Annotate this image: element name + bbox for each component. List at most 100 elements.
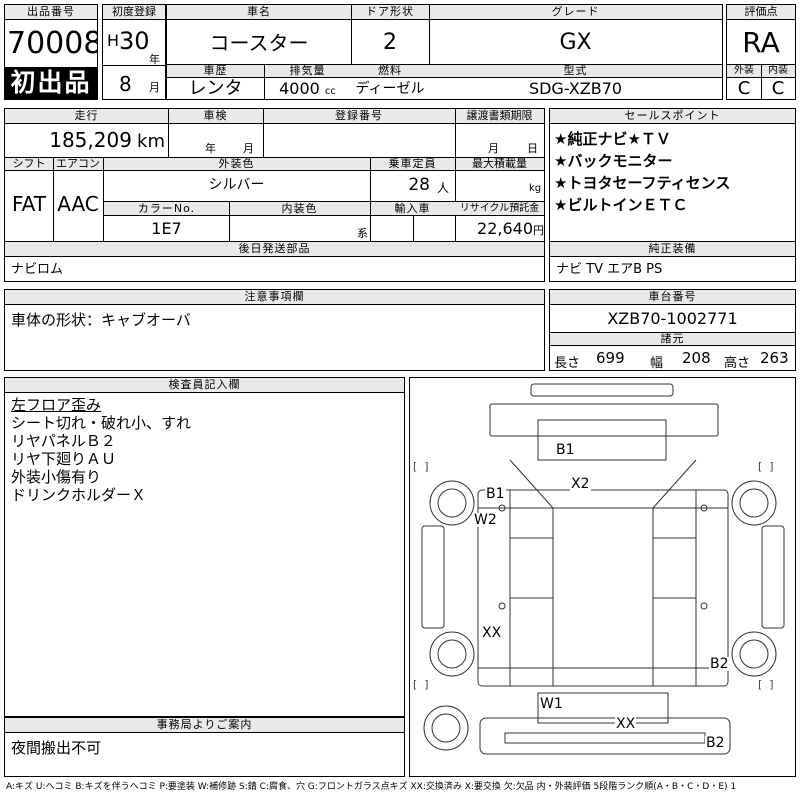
sales-point-1: ★純正ナビ★ＴＶ: [554, 130, 671, 148]
month-value: 8: [119, 72, 132, 96]
displacement-value: 4000: [279, 79, 320, 98]
length-value: 699: [596, 349, 625, 367]
inspection-year-unit: 年: [205, 142, 216, 155]
reg-number-label: 登録番号: [263, 109, 455, 124]
max-load-label: 最大積載量: [455, 158, 544, 171]
sales-point-4: ★ビルトインＥＴＣ: [554, 196, 688, 214]
capacity-unit: 人: [437, 181, 450, 195]
inspector-box: 検査員記入欄 左フロア歪み シート切れ・破れ小、すれ リヤパネルＢ２ リヤ下廻り…: [4, 377, 405, 717]
int-color-label: 内装色: [229, 202, 370, 216]
office-box: 事務局よりご案内 夜間搬出不可: [4, 717, 405, 777]
ext-color-label: 外装色: [103, 158, 370, 171]
interior-grade: C: [771, 79, 785, 99]
year-unit: 年: [149, 53, 160, 66]
height-label: 高さ: [724, 356, 751, 371]
caution-label: 注意事項欄: [5, 290, 544, 305]
office-text: 夜間搬出不可: [11, 739, 102, 757]
length-label: 長さ: [554, 356, 581, 371]
grade-label: グレード: [429, 5, 722, 20]
first-registration-label: 初度登録: [103, 5, 165, 20]
interior-grade-label: 内装: [761, 65, 795, 78]
chassis-number: XZB70-1002771: [607, 309, 738, 328]
car-name-label: 車名: [167, 5, 351, 20]
lot-number-box: 出品番号 70008 初出品: [4, 4, 98, 100]
transfer-day-unit: 日: [527, 142, 538, 155]
damage-mark: X2: [570, 476, 591, 492]
bus-outline: [421, 383, 785, 755]
inspection-month-unit: 月: [243, 142, 254, 155]
evaluation-score: RA: [742, 26, 780, 59]
damage-mark: W1: [539, 696, 564, 712]
rear-right-bracket: [ ]: [758, 678, 774, 691]
sales-points-label: セールスポイント: [550, 109, 795, 124]
exterior-grade-label: 外装: [727, 65, 761, 78]
era-value: H: [107, 31, 120, 50]
transfer-label: 譲渡書類期限: [455, 109, 544, 124]
exterior-color: シルバー: [208, 177, 265, 193]
aircon-label: エアコン: [53, 158, 103, 171]
sales-points-box: セールスポイント ★純正ナビ★ＴＶ ★バックモニター ★トヨタセーフティセンス …: [549, 108, 796, 242]
legend: A:キズ U:ヘコミ B:キズを伴うヘコミ P:要塗装 W:補修跡 S:錆 C:…: [6, 782, 737, 792]
displacement-label: 排気量: [264, 65, 351, 78]
first-listing-badge: 初出品: [5, 67, 97, 99]
chassis-label: 車台番号: [550, 290, 795, 305]
width-value: 208: [682, 349, 711, 367]
int-color-unit: 系: [357, 227, 368, 240]
score-box: 評価点 RA 外装 内装 C C: [726, 4, 796, 100]
mileage: 185,209 km: [5, 127, 165, 155]
color-no-label: カラーNo.: [104, 202, 229, 216]
remark-3: リヤパネルＢ２: [11, 432, 116, 450]
inspection-label: 車検: [168, 109, 263, 124]
recycle-unit: 円: [533, 224, 544, 237]
score-label: 評価点: [727, 5, 795, 20]
capacity-label: 乗車定員: [370, 158, 455, 171]
later-parts-label: 後日発送部品: [5, 242, 544, 257]
damage-mark: XX: [615, 716, 637, 732]
import-label: 輸入車: [370, 202, 455, 216]
fuel-type: ディーゼル: [355, 81, 425, 97]
damage-mark: W2: [473, 512, 498, 528]
recycle-value: 22,640: [477, 219, 533, 238]
remark-6: ドリンクホルダーＸ: [11, 486, 147, 504]
caution-text: 車体の形状：キャブオーバ: [11, 311, 191, 329]
equipment: ナビ TV エアB PS: [556, 262, 663, 277]
displacement-unit: cc: [324, 86, 336, 97]
damage-mark: XX: [481, 625, 503, 641]
office-label: 事務局よりご案内: [5, 718, 404, 733]
mileage-label: 走行: [5, 109, 168, 124]
max-load-unit: kg: [529, 183, 542, 194]
sales-point-2: ★バックモニター: [554, 152, 673, 170]
displacement: 4000 cc: [264, 79, 351, 102]
lot-number-label: 出品番号: [5, 5, 97, 20]
front-right-bracket: [ ]: [758, 460, 774, 473]
exterior-grade: C: [737, 79, 751, 99]
remark-2: シート切れ・破れ小、すれ: [11, 414, 192, 432]
damage-mark: B1: [485, 486, 506, 502]
damage-mark: B2: [709, 656, 730, 672]
shift-type: FAT: [11, 192, 46, 216]
damage-mark: B2: [705, 735, 726, 751]
detail-box: 走行 車検 登録番号 譲渡書類期限 185,209 km 年 月 月 日 シフト…: [4, 108, 545, 242]
equipment-label: 純正装備: [550, 242, 795, 257]
history-label: 車歴: [167, 65, 264, 78]
later-parts-box: 後日発送部品 ナビロム: [4, 241, 545, 282]
later-parts: ナビロム: [11, 262, 64, 277]
month-unit: 月: [149, 81, 160, 94]
lot-number: 70008: [7, 26, 97, 61]
fuel-label: 燃料: [351, 65, 429, 78]
inspector-label: 検査員記入欄: [5, 378, 404, 393]
car-name: コースター: [209, 31, 309, 55]
doors-label: ドア形状: [351, 5, 429, 20]
model-code: SDG-XZB70: [528, 79, 623, 98]
front-left-bracket: [ ]: [413, 460, 429, 473]
damage-mark: B1: [555, 442, 576, 458]
capacity-value: 28: [408, 175, 430, 195]
grade: GX: [559, 30, 592, 55]
dims-label: 諸元: [550, 332, 795, 346]
equipment-box: 純正装備 ナビ TV エアB PS: [549, 241, 796, 282]
width-label: 幅: [650, 356, 664, 371]
recycle-fee: 22,640円: [455, 219, 544, 241]
year-value: 30: [119, 27, 150, 55]
model-code-label: 型式: [429, 65, 722, 78]
